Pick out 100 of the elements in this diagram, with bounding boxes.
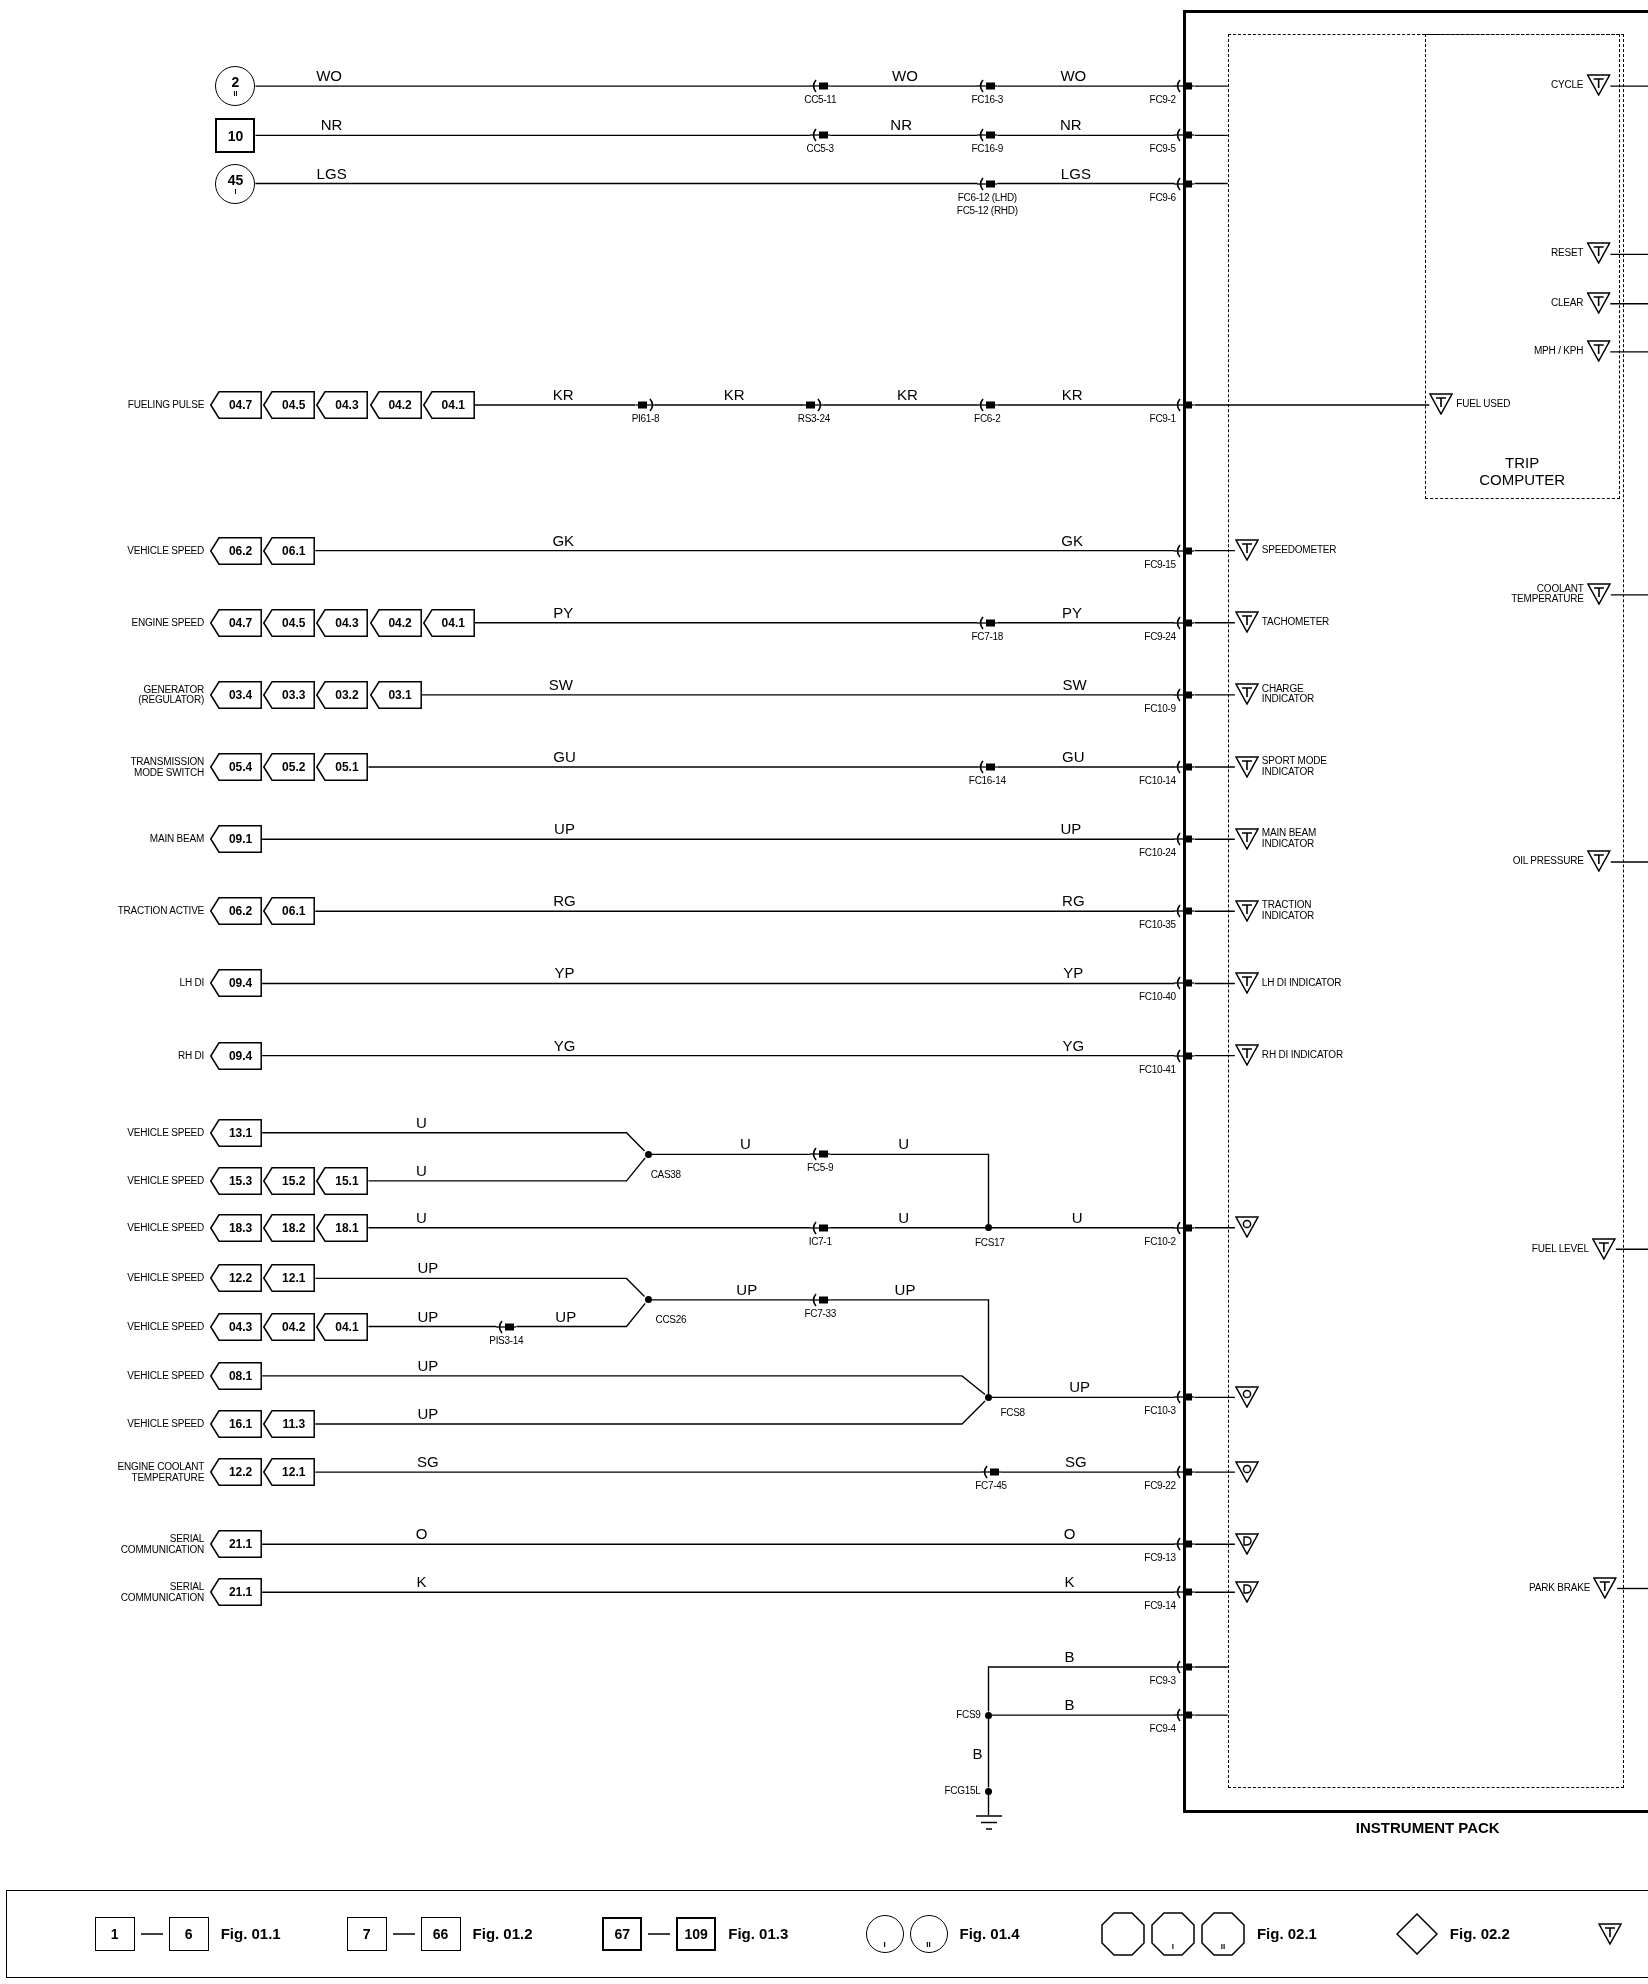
connector-label: FC7-18 [971,631,1004,642]
connector-symbol [810,128,831,143]
wire [1193,1054,1236,1057]
wire [987,1666,1176,1713]
wire-color-code: UP [1059,821,1083,837]
indicator-label: CLEAR [1550,297,1584,308]
connector-symbol [1174,1048,1195,1063]
reference-tag: 04.7 [210,391,263,420]
wire-color-code: K [415,1574,428,1590]
reference-tag: 04.7 [210,608,263,637]
connector-symbol [1174,1660,1195,1674]
wire [1193,1471,1236,1473]
wire [261,982,1176,985]
wire-color-code: WO [315,68,343,84]
wire [991,1227,1176,1229]
reference-square: 6 [168,1916,209,1951]
reference-tag: 18.3 [210,1213,263,1242]
wire [367,1227,811,1229]
connector-label: FC9-24 [1144,631,1176,642]
connector-label: FC10-14 [1139,776,1176,787]
reference-tag: 15.2 [263,1166,316,1195]
connector-label: RS3-24 [797,414,830,425]
legend-text: Fig. 02.1 [1256,1925,1317,1943]
wire [996,182,1176,185]
wire-color-code: KR [1060,387,1084,403]
wire [829,1299,990,1395]
splice-dot [985,1393,993,1401]
terminal-number: 45 [227,172,244,187]
wire [261,1591,1176,1593]
wire [991,1714,1176,1716]
wire [367,1157,646,1182]
trip-computer-boundary [1424,33,1620,500]
inverted-triangle-icon [1234,1532,1259,1555]
reference-tag: 04.2 [369,608,422,637]
connector-symbol [1174,760,1195,775]
wire [314,549,1176,552]
wire [1193,910,1236,912]
connector-label: FC9-3 [1149,1676,1176,1686]
reference-tag: 11.3 [263,1409,316,1438]
wire [1193,404,1430,406]
reference-tag: 03.4 [210,680,263,709]
connector-symbol [1174,79,1195,94]
wire [420,694,1176,696]
reference-tag: 04.3 [316,391,369,420]
reference-tag: 04.3 [316,608,369,637]
connector-symbol [1174,687,1195,702]
indicator-label: CYCLE [1550,79,1584,91]
wire [1193,134,1229,137]
splice-label: FCS9 [956,1710,981,1721]
connector-label: FC7-33 [804,1308,836,1319]
indicator-label: RH DI INDICATOR [1261,1049,1343,1061]
connector-symbol [810,1147,831,1162]
wire [261,1132,646,1152]
reference-square: 7 [346,1916,387,1951]
wire [996,85,1176,87]
reference-tag: 18.2 [263,1213,316,1242]
splice-dot [985,1224,993,1232]
wire [1193,694,1236,696]
wire [314,1400,986,1425]
connector-label: FC10-35 [1139,920,1176,931]
instrument-pack-label: INSTRUMENT PACK [1355,1818,1500,1836]
wire-color-code: UP [1068,1379,1092,1395]
connector-symbol [1174,398,1195,413]
indicator-label: TRACTION INDICATOR [1261,900,1316,922]
connector-label: FC10-9 [1144,703,1176,714]
wire-color-code: SG [1064,1454,1088,1470]
connector-label: IC7-1 [808,1236,832,1247]
wire [996,622,1176,624]
signal-name: VEHICLE SPEED [127,1175,205,1187]
connector-symbol [977,176,998,191]
wire [1610,861,1648,863]
wire-color-code: O [1062,1526,1077,1542]
connector-label: FC9-4 [1149,1724,1176,1735]
wire-color-code: U [739,1136,752,1152]
reference-square: 66 [420,1916,461,1951]
wire [823,404,978,406]
inverted-triangle-icon [1234,1385,1259,1408]
reference-tag: 04.5 [263,391,316,420]
wire [474,404,637,406]
connector-label: PI61-8 [631,414,660,425]
signal-name: VEHICLE SPEED [127,1418,205,1430]
wire [1609,85,1648,87]
reference-tag: 04.5 [263,608,316,637]
reference-tag: 05.4 [210,753,263,782]
wire [1193,982,1236,985]
connector-symbol [1174,832,1195,847]
wire [1193,1591,1236,1593]
indicator-label: MPH / KPH [1533,345,1584,357]
wire [1615,1248,1648,1250]
reference-tag: 09.1 [210,825,263,854]
indicator-label: SPORT MODE INDICATOR [1261,756,1328,778]
wire [829,134,978,137]
wire-color-code: GU [1061,749,1086,765]
wire [1193,1714,1229,1716]
wire [654,404,805,406]
terminal-number: 2 [231,75,240,90]
wire [314,1471,982,1473]
indicator-label: TACHOMETER [1261,617,1330,628]
wire [829,85,978,87]
wire [1193,549,1236,552]
